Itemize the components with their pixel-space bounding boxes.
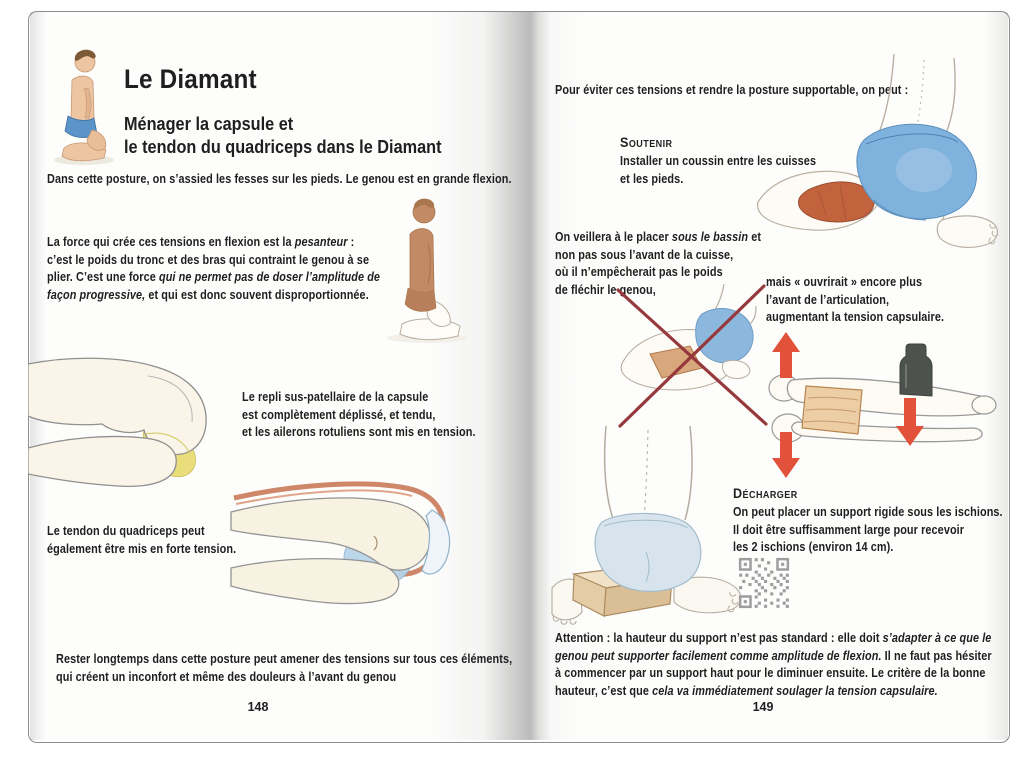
text-segment-italic: s’adapter à ce que le genou peut support… — [555, 630, 992, 663]
paragraph-line: augmentant la tension capsulaire. — [766, 309, 945, 324]
page-number-right: 149 — [752, 700, 774, 714]
cushion-under-pelvis-illustration — [757, 53, 999, 248]
intro-sentence: Dans cette posture, on s’assied les fess… — [47, 171, 512, 186]
paragraph-line: où il n’empêcherait pas le poids — [555, 264, 723, 279]
paragraph-line: Il doit être suffisamment large pour rec… — [733, 521, 965, 537]
caption-line: également être mis en forte tension. — [47, 540, 237, 556]
text-segment-italic: qui ne permet pas de doser l’amplitude d… — [47, 269, 381, 302]
paragraph-soutenir: Installer un coussin entre les cuisses e… — [620, 152, 816, 187]
rigid-block-under-ischions-illustration — [551, 426, 742, 625]
knee-bones-support-weight-illustration — [768, 332, 997, 478]
caption-suprapatellar-fold: Le repli sus-patellaire de la capsule es… — [242, 388, 476, 441]
knee-capsule-anatomy-illustration — [28, 357, 207, 488]
text-segment: Attention : la hauteur du support n’est … — [555, 630, 883, 645]
kneeling-figure-trunk-weight-illustration — [387, 198, 467, 343]
caption-line: Le tendon du quadriceps peut — [47, 523, 205, 538]
text-segment: et — [748, 229, 762, 244]
kneeling-man-diamond-pose-illustration — [54, 49, 114, 165]
page-border — [28, 11, 1010, 743]
text-segment: et qui est donc souvent disproportionnée… — [145, 286, 369, 302]
subtitle-line-2: le tendon du quadriceps dans le Diamant — [124, 136, 442, 157]
heading-soutenir: Soutenir — [620, 134, 673, 150]
page-subtitle: Ménager la capsule et le tendon du quadr… — [124, 112, 442, 158]
paragraph-line: de fléchir le genou, — [555, 281, 656, 297]
paragraph-line: les 2 ischions (environ 14 cm). — [733, 539, 894, 554]
subtitle-line-1: Ménager la capsule et — [124, 113, 294, 134]
right-page-edge-shadow — [984, 12, 1008, 740]
paragraph-line: On veillera à le placer sous le bassin e… — [555, 228, 761, 246]
paragraph-ouvrirait: mais « ouvrirait » encore plus l’avant d… — [766, 273, 944, 326]
paragraph-line: l’avant de l’articulation, — [766, 291, 890, 307]
paragraph-long-stay: Rester longtemps dans cette posture peut… — [56, 650, 512, 686]
paragraph-line: mais « ouvrirait » encore plus — [766, 274, 923, 289]
paragraph-line: Rester longtemps dans cette posture peut… — [56, 651, 513, 666]
caption-line: est complètement déplissé, et tendu, — [242, 406, 436, 422]
paragraph-line: qui créent un inconfort et même des doul… — [56, 669, 397, 684]
page-number-left: 148 — [247, 700, 269, 714]
paragraph-line: non pas sous l’avant de la cuisse, — [555, 246, 734, 262]
text-segment: : c’est le poids du tronc et des bras qu… — [47, 234, 370, 284]
caption-quadriceps-tendon: Le tendon du quadriceps peut également ê… — [47, 522, 236, 557]
knee-deep-flexion-anatomy-illustration — [230, 481, 451, 605]
paragraph-line: Installer un coussin entre les cuisses — [620, 153, 817, 168]
paragraph-placer: On veillera à le placer sous le bassin e… — [555, 228, 761, 298]
paragraph-line: On peut placer un support rigide sous le… — [733, 504, 1003, 519]
paragraph-attention: Attention : la hauteur du support n’est … — [555, 629, 992, 699]
caption-line: Le repli sus-patellaire de la capsule — [242, 389, 429, 404]
qr-code — [738, 557, 790, 609]
heading-decharger: Décharger — [733, 485, 798, 501]
page-title: Le Diamant — [124, 64, 257, 94]
paragraph-decharger: On peut placer un support rigide sous le… — [733, 503, 1003, 556]
caption-line: et les ailerons rotuliens sont mis en te… — [242, 424, 476, 439]
text-segment: La force qui crée ces tensions en flexio… — [47, 234, 295, 249]
cushion-wrong-position-crossed-illustration — [616, 283, 768, 428]
book-gutter-shadow — [428, 12, 614, 740]
text-segment: On veillera à le placer — [555, 229, 672, 244]
text-segment-italic: cela va immédiatement soulager la tensio… — [652, 682, 938, 698]
text-segment-italic: pesanteur — [294, 234, 348, 249]
intro-sentence-right: Pour éviter ces tensions et rendre la po… — [555, 82, 909, 97]
paragraph-gravity-force: La force qui crée ces tensions en flexio… — [47, 233, 380, 303]
paragraph-line: et les pieds. — [620, 170, 684, 186]
text-segment-italic: sous le bassin — [671, 229, 749, 244]
text-segment: Il ne faut pas hésiter à commencer par u… — [555, 647, 992, 698]
